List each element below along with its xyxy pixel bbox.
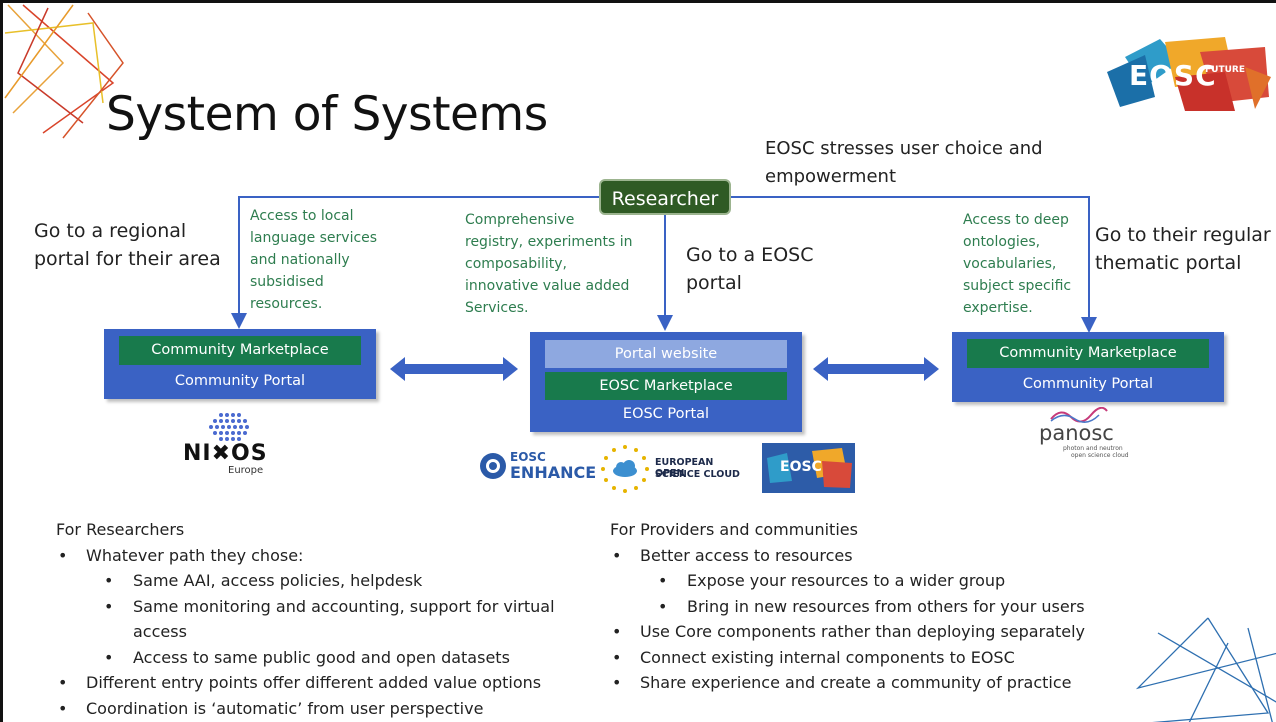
right-benefit-line: subject specific: [963, 278, 1072, 294]
right-path-benefits: Access to deep ontologies, vocabularies,…: [963, 209, 1071, 319]
panosc-logo-sub2: open science cloud: [1071, 452, 1129, 459]
eosc-future-logo-main: EOSC: [1129, 59, 1217, 92]
researchers-list: Whatever path they chose: Same AAI, acce…: [56, 543, 616, 722]
eosc-marketplace-bar[interactable]: EOSC Marketplace: [545, 372, 787, 400]
eosc-future-logo-shapes: [1107, 37, 1271, 111]
left-benefit-line: language services: [250, 230, 378, 246]
center-path-benefits: Comprehensive registry, experiments in c…: [465, 209, 632, 319]
corner-decoration-top-left: [4, 4, 124, 139]
eosc-thumbnail-logo: EOSC: [762, 443, 855, 493]
panosc-logo: panosc photon and neutron open science c…: [1037, 407, 1147, 459]
center-path-label-line2: portal: [686, 272, 742, 294]
researcher-node: Researcher: [599, 179, 731, 215]
list-item: Bring in new resources from others for y…: [610, 594, 1130, 620]
community-marketplace-right[interactable]: Community Marketplace: [967, 339, 1209, 368]
corner-decoration-bottom-right: [1135, 617, 1276, 722]
eosc-enhance-logo: EOSC ENHANCE: [478, 449, 596, 483]
eosc-enhance-logo-bottom: ENHANCE: [510, 463, 597, 482]
center-benefit-line: composability,: [465, 256, 568, 272]
eosc-thumbnail-text: EOSC: [780, 459, 822, 475]
providers-heading: For Providers and communities: [610, 520, 858, 539]
left-path-label-line2: portal for their area: [34, 248, 221, 270]
list-item: Whatever path they chose:: [56, 543, 616, 569]
right-path-label-line1: Go to their regular: [1095, 224, 1271, 246]
list-item: access: [133, 622, 187, 641]
left-benefit-line: subsidised: [250, 274, 324, 290]
eu-stars-cloud-icon: [601, 445, 649, 493]
list-item: Better access to resources: [610, 543, 1130, 569]
list-item: Access to same public good and open data…: [56, 645, 616, 671]
double-arrow-left: [390, 357, 518, 381]
left-path-label: Go to a regional portal for their area: [34, 217, 221, 273]
right-benefit-line: ontologies,: [963, 234, 1041, 250]
right-benefit-line: vocabularies,: [963, 256, 1057, 272]
connector-lines: [231, 196, 1097, 381]
list-item: Share experience and create a community …: [610, 670, 1130, 696]
panosc-logo-wave: [1050, 407, 1108, 423]
list-item: Different entry points offer different a…: [56, 670, 616, 696]
list-item: Same monitoring and accounting, support …: [56, 594, 616, 620]
list-item: Use Core components rather than deployin…: [610, 619, 1130, 645]
providers-section: For Providers and communities Better acc…: [610, 517, 1130, 696]
left-benefit-line: resources.: [250, 296, 323, 312]
double-arrow-right: [813, 357, 939, 381]
list-item: Expose your resources to a wider group: [610, 568, 1130, 594]
panosc-logo-name: panosc: [1039, 421, 1114, 445]
researchers-section: For Researchers Whatever path they chose…: [56, 517, 616, 721]
eu-logo-line1: EUROPEAN OPEN: [655, 457, 714, 479]
right-benefit-line: Access to deep: [963, 212, 1069, 228]
list-item: Coordination is ‘automatic’ from user pe…: [56, 696, 616, 722]
eosc-portal[interactable]: Portal website EOSC Marketplace EOSC Por…: [530, 332, 802, 432]
community-portal-right-label: Community Portal: [1022, 376, 1154, 392]
right-benefit-line: expertise.: [963, 300, 1033, 316]
community-portal-left[interactable]: Community Marketplace Community Portal: [104, 329, 376, 399]
center-path-label-line1: Go to a EOSC: [686, 244, 814, 266]
eosc-enhance-logo-top: EOSC: [510, 450, 546, 464]
center-benefit-line: Comprehensive: [465, 212, 575, 228]
line-to-left-portal: [231, 196, 599, 329]
center-benefit-line: innovative value added: [465, 278, 630, 294]
page-title: System of Systems: [106, 87, 548, 142]
center-benefit-line: registry, experiments in: [465, 234, 633, 250]
community-portal-left-label: Community Portal: [174, 373, 306, 389]
left-benefit-line: and nationally: [250, 252, 350, 268]
providers-list: Better access to resources Expose your r…: [610, 543, 1130, 696]
eosc-portal-label: EOSC Portal: [622, 406, 710, 422]
community-marketplace-left[interactable]: Community Marketplace: [119, 336, 361, 365]
center-path-label: Go to a EOSC portal: [686, 241, 813, 297]
center-benefit-line: Services.: [465, 300, 529, 316]
left-path-benefits: Access to local language services and na…: [250, 205, 377, 315]
eosc-future-logo-tag: FUTURE: [1205, 65, 1245, 75]
eu-logo-line2: SCIENCE CLOUD: [655, 469, 740, 480]
ni4os-logo-name: NI✖OS: [183, 441, 268, 466]
left-benefit-line: Access to local: [250, 208, 354, 224]
eosc-enhance-logo-globe: [480, 453, 506, 479]
eosc-eu-logo: EUROPEAN OPEN SCIENCE CLOUD: [599, 443, 744, 495]
ni4os-logo-dots: [209, 413, 249, 441]
community-portal-right[interactable]: Community Marketplace Community Portal: [952, 332, 1224, 402]
list-item: Same AAI, access policies, helpdesk: [56, 568, 616, 594]
ni4os-logo-sub: Europe: [228, 465, 264, 476]
eosc-thumbnail-shapes: [767, 448, 852, 488]
ni4os-logo: NI✖OS Europe: [181, 409, 281, 479]
right-path-label: Go to their regular thematic portal: [1095, 221, 1271, 277]
list-item: Connect existing internal components to …: [610, 645, 1130, 671]
top-note: EOSC stresses user choice and empowermen…: [765, 138, 1043, 187]
researchers-heading: For Researchers: [56, 520, 185, 539]
portal-website-bar[interactable]: Portal website: [545, 340, 787, 368]
line-to-right-portal: [731, 196, 1097, 333]
eosc-future-logo: EOSC FUTURE: [1105, 37, 1271, 113]
panosc-logo-sub1: photon and neutron: [1063, 445, 1123, 452]
right-path-label-line2: thematic portal: [1095, 252, 1242, 274]
left-path-label-line1: Go to a regional: [34, 220, 187, 242]
